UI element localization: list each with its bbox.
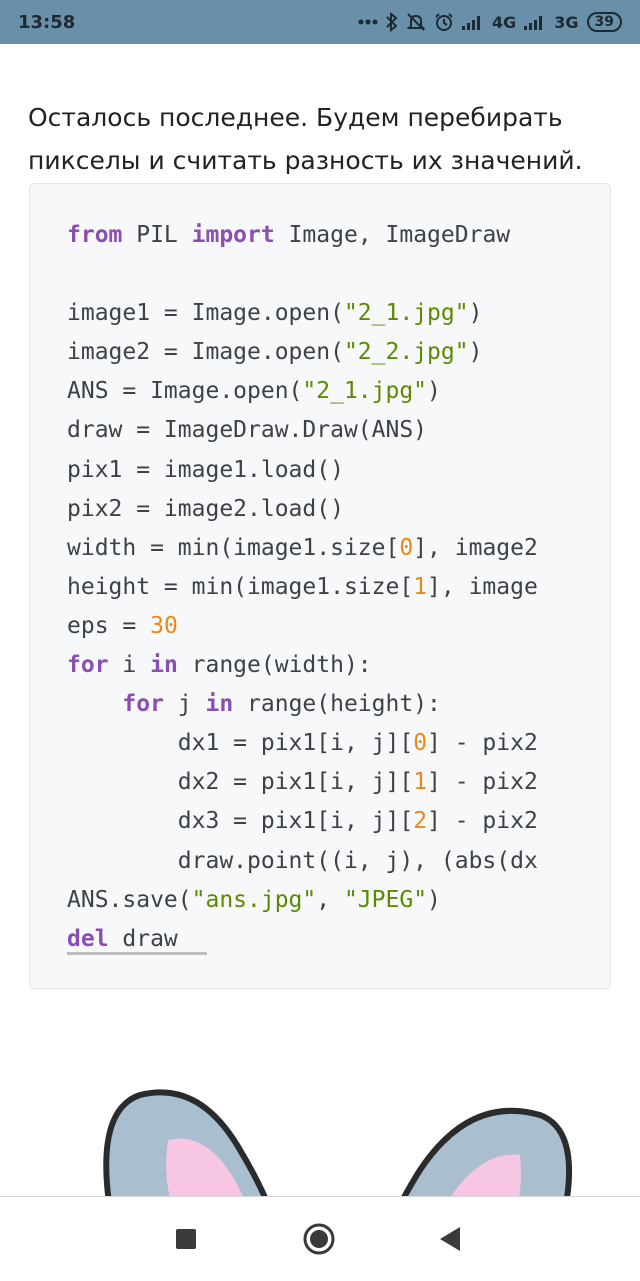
code-token: 2 (413, 808, 428, 835)
code-token: dx3 = pix1[i, j][ (67, 808, 414, 835)
code-token: PIL (122, 222, 192, 248)
alarm-icon (434, 12, 454, 32)
more-dots-icon (358, 19, 378, 25)
article-intro: Осталось последнее. Будем перебирать пик… (28, 96, 618, 182)
code-token: ] - pix2 (427, 730, 538, 757)
code-token: dx2 = pix1[i, j][ (67, 769, 414, 796)
code-token: image1 = Image.open( (67, 300, 344, 327)
code-token: ANS.save( (67, 886, 192, 913)
navigation-bar (0, 1196, 640, 1281)
code-line: dx1 = pix1[i, j][0] - pix2 (67, 724, 538, 763)
code-line: draw.point((i, j), (abs(dx (67, 842, 538, 881)
code-token: ) (468, 339, 483, 366)
code-token: dx1 = pix1[i, j][ (67, 730, 414, 757)
code-token: 1 (413, 573, 428, 600)
code-line: ANS = Image.open("2_1.jpg") (67, 372, 538, 411)
code-token: import (191, 222, 275, 248)
intro-line-1: Осталось последнее. Будем перебирать (28, 103, 563, 132)
mute-bell-icon (406, 12, 426, 32)
code-token: j (163, 691, 206, 718)
code-line: from PIL import Image, ImageDraw (67, 216, 538, 255)
code-token: eps = (67, 612, 151, 639)
intro-line-2: пикселы и считать разность их значений. (28, 146, 583, 175)
code-token: Image, ImageDraw (274, 222, 511, 248)
code-token: range(width): (177, 652, 372, 679)
code-line: for j in range(height): (67, 685, 538, 724)
code-token: ] - pix2 (427, 769, 538, 796)
code-token: 0 (413, 730, 428, 757)
code-token: del (67, 925, 109, 952)
code-line: height = min(image1.size[1], image (67, 568, 538, 607)
code-token: 0 (399, 534, 414, 561)
code-token (67, 691, 122, 717)
code-token: image2 = Image.open( (67, 339, 344, 366)
code-token: "2_2.jpg" (343, 339, 469, 366)
signal-icon (461, 14, 484, 30)
code-line: pix2 = image2.load() (67, 490, 538, 529)
code-token: ] - pix2 (427, 808, 538, 835)
bluetooth-icon (386, 12, 398, 32)
code-line: image2 = Image.open("2_2.jpg") (67, 333, 538, 372)
code-token: width = min(image1.size[ (67, 534, 400, 561)
code-token: draw = ImageDraw.Draw(ANS) (67, 417, 428, 444)
code-token: "JPEG" (343, 886, 428, 913)
code-line: del draw (67, 920, 538, 959)
code-line: dx3 = pix1[i, j][2] - pix2 (67, 802, 538, 841)
code-token: ], image2 (413, 534, 538, 561)
scroll-indicator (67, 952, 207, 955)
bunny-ears-icon (0, 1040, 640, 1196)
code-line: draw = ImageDraw.Draw(ANS) (67, 411, 538, 450)
code-token: "ans.jpg" (191, 886, 317, 913)
code-token: i (108, 652, 151, 679)
code-line: pix1 = image1.load() (67, 451, 538, 490)
battery-indicator: 39 (586, 12, 622, 32)
code-line: dx2 = pix1[i, j][1] - pix2 (67, 763, 538, 802)
code-token: ) (427, 886, 441, 913)
code-token: , (316, 886, 344, 913)
status-time: 13:58 (18, 11, 76, 33)
code-token: for (122, 691, 164, 718)
code-token: draw.point((i, j), (abs(dx (67, 847, 538, 874)
code-token: 30 (150, 612, 178, 639)
code-token: pix2 = image2.load() (67, 495, 344, 522)
home-icon[interactable] (299, 1219, 339, 1259)
code-token: 1 (413, 769, 428, 796)
code-token: ], image (427, 573, 538, 600)
code-line (67, 255, 538, 294)
code-token: from (67, 222, 123, 248)
signal-icon (524, 14, 546, 30)
code-token: "2_1.jpg" (302, 378, 428, 405)
code-token: "2_1.jpg" (343, 300, 469, 327)
code-token: range(height): (233, 691, 441, 718)
code-token: in (150, 652, 178, 679)
status-bar: 13:58 4G 3G 39 (0, 0, 640, 44)
code-token: for (67, 652, 109, 679)
code-block[interactable]: from PIL import Image, ImageDraw image1 =… (29, 183, 611, 989)
code-token: pix1 = image1.load() (67, 456, 344, 483)
network-type-2: 3G (554, 12, 579, 32)
network-type-1: 4G (491, 12, 517, 32)
code-token: ) (427, 378, 441, 405)
back-icon[interactable] (430, 1219, 470, 1259)
code-token: ) (468, 300, 483, 327)
recent-apps-icon[interactable] (166, 1219, 206, 1259)
code-token: height = min(image1.size[ (67, 573, 414, 600)
code-token: in (205, 691, 234, 718)
code-token: draw (108, 925, 178, 952)
code-token: ANS = Image.open( (67, 378, 303, 405)
code-line: ANS.save("ans.jpg", "JPEG") (67, 881, 538, 920)
code-line: image1 = Image.open("2_1.jpg") (67, 294, 538, 333)
code-line: width = min(image1.size[0], image2 (67, 529, 538, 568)
code-content: from PIL import Image, ImageDraw image1 =… (67, 216, 538, 959)
code-line: eps = 30 (67, 607, 538, 646)
status-icons: 4G 3G 39 (358, 12, 622, 32)
code-line: for i in range(width): (67, 646, 538, 685)
